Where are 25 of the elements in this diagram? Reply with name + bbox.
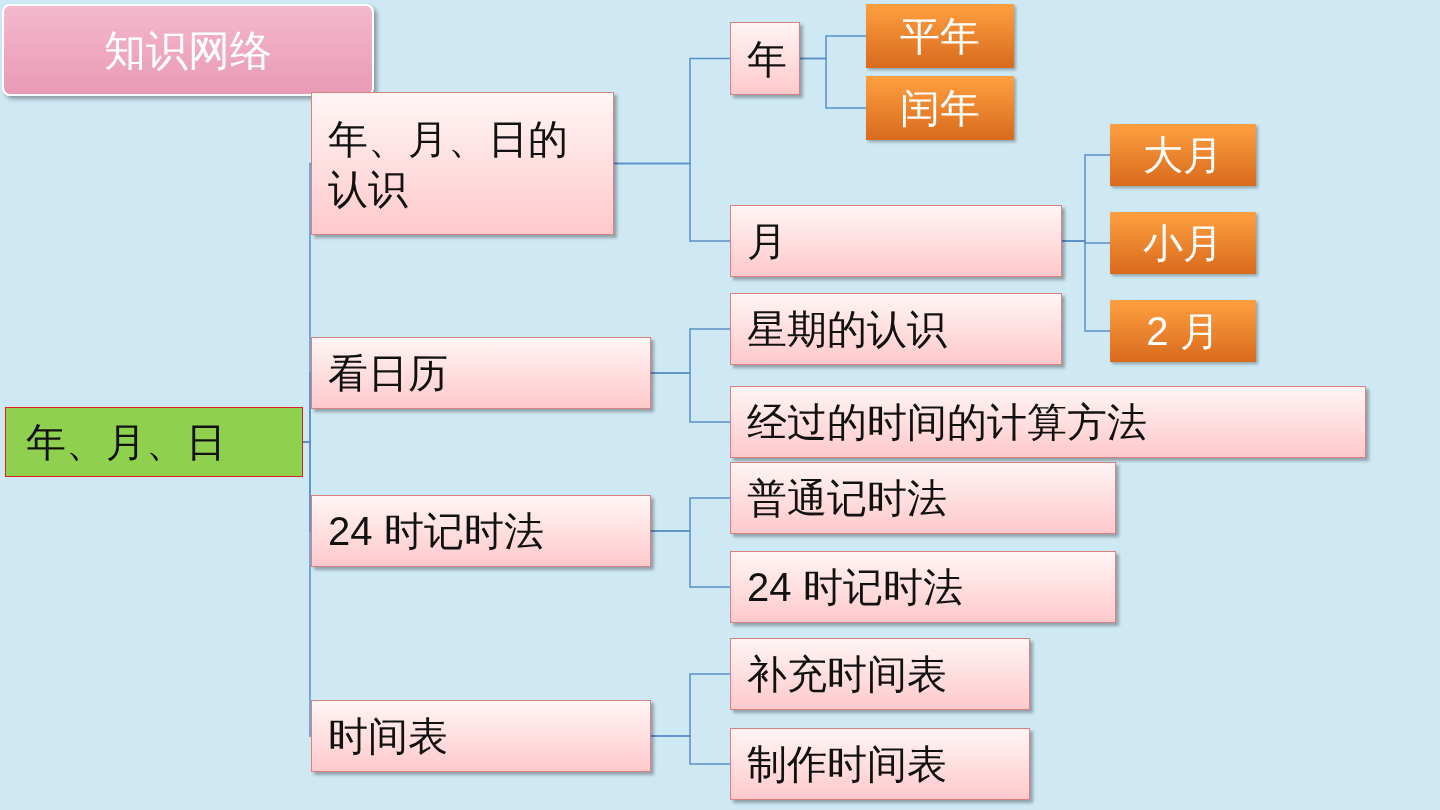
connector-line	[799, 57, 867, 109]
topic-box: 普通记时法	[730, 462, 1116, 534]
topic-box: 时间表	[311, 700, 651, 772]
subtopic-box: 平年	[866, 4, 1014, 68]
topic-box: 补充时间表	[730, 638, 1030, 710]
connector-line	[650, 372, 731, 423]
topic-box: 月	[730, 205, 1062, 277]
connector-line	[650, 530, 731, 588]
topic-box: 24 时记时法	[730, 551, 1116, 623]
connector-line	[613, 162, 731, 242]
root-box: 年、月、日	[5, 407, 303, 477]
subtopic-box: 闰年	[866, 76, 1014, 140]
connector-line	[302, 441, 312, 737]
topic-box: 看日历	[311, 337, 651, 409]
topic-box: 年	[730, 22, 800, 95]
connector-line	[650, 735, 731, 765]
topic-box: 年、月、日的认识	[311, 92, 614, 235]
topic-box: 制作时间表	[730, 728, 1030, 800]
topic-box: 经过的时间的计算方法	[730, 386, 1366, 458]
subtopic-box: 大月	[1110, 124, 1256, 186]
title-banner: 知识网络	[2, 4, 374, 96]
subtopic-box: 小月	[1110, 212, 1256, 274]
topic-box: 24 时记时法	[311, 495, 651, 567]
topic-box: 星期的认识	[730, 293, 1062, 365]
subtopic-box: 2 月	[1110, 300, 1256, 362]
